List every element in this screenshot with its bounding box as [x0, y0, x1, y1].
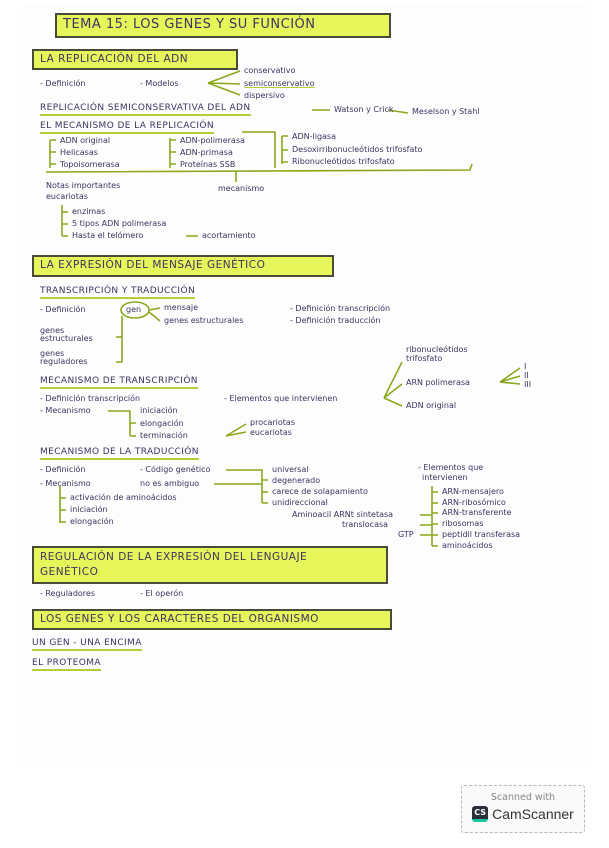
mecanismo-trad-item: elongación [70, 517, 114, 526]
codigo-item: carece de solapamiento [272, 487, 368, 496]
elementos-trad-label: - Elementos que [418, 463, 484, 472]
def-trad-label: - Definición [40, 465, 86, 474]
col3-item: Ribonucleótidos trifosfato [292, 157, 395, 166]
operon-label: - El operón [140, 589, 184, 598]
heading-mecanismo-traduccion: MECANISMO DE LA TRADUCCIÓN [40, 447, 199, 460]
col1-item: Topoisomerasa [60, 160, 120, 169]
modelo-item: dispersivo [244, 91, 285, 100]
terminacion-item: eucariotas [250, 428, 292, 437]
codigo-item: degenerado [272, 476, 321, 485]
heading-un-gen: UN GEN - UNA ENCIMA [32, 638, 142, 651]
mecanismo-trad-label: - Mecanismo [40, 479, 91, 488]
codigo-label: - Código genético [140, 465, 211, 474]
mecanismo-trad-item: activación de aminoácidos [70, 493, 177, 502]
col1-item: ADN original [60, 136, 111, 145]
left-label: GTP [398, 530, 414, 539]
col2-item: ADN-polimerasa [180, 136, 245, 145]
heading-mecanismo-transcripcion: MECANISMO DE TRANSCRIPCIÓN [40, 376, 198, 389]
genes-reguladores: genes [40, 349, 65, 358]
mecanismo-item: elongación [140, 419, 184, 428]
camscanner-logo-icon: CS [472, 806, 489, 822]
col3-item: Desoxirribonucleótidos trifosfato [292, 145, 423, 154]
notas-item: Hasta el telómero [72, 231, 144, 240]
genes-reguladores: reguladores [40, 357, 88, 366]
elemento-trad-item: peptidil transferasa [442, 530, 521, 539]
heading-mecanismo-replicacion: EL MECANISMO DE LA REPLICACIÓN [40, 121, 215, 134]
col2-item: ADN-primasa [180, 148, 233, 157]
elemento-item: trifosfato [406, 354, 443, 363]
section-heading-regulacion: REGULACIÓN DE LA EXPRESIÓN DEL LENGUAJE … [32, 546, 388, 584]
regulacion-heading-line1: REGULACIÓN DE LA EXPRESIÓN DEL LENGUAJE [40, 551, 308, 563]
modelos-label: - Modelos [140, 79, 179, 88]
col3-item: ADN-ligasa [292, 132, 336, 141]
reguladores-label: - Reguladores [40, 589, 95, 598]
heading-proteoma: EL PROTEOMA [32, 658, 101, 671]
elementos-trad-label: intervienen [422, 473, 468, 482]
meselson-stahl: Meselson y Stahl [412, 107, 480, 116]
section-heading-expresion: LA EXPRESIÓN DEL MENSAJE GENÉTICO [32, 255, 334, 277]
elemento-trad-item: ARN-transferente [442, 508, 512, 517]
elemento-item: ADN original [406, 401, 457, 410]
col2-item: Proteínas SSB [180, 160, 236, 169]
notas-label: Notas importantes [46, 181, 121, 190]
elemento-trad-item: ARN-mensajero [442, 487, 504, 496]
elemento-item: ARN polimerasa [406, 378, 470, 387]
genes-estructurales: genes [40, 326, 65, 335]
def-transcripcion: - Definición transcripción [290, 304, 391, 313]
definicion-label: - Definición [40, 79, 86, 88]
elemento-item: ribonucleótidos [406, 345, 468, 354]
codigo-item: universal [272, 465, 309, 474]
gen-label: gen [126, 305, 142, 314]
elemento-trad-item: ARN-ribosómico [442, 498, 506, 507]
mecanismo-label: - Mecanismo [40, 406, 91, 415]
heading-transcripcion-traduccion: TRANSCRIPCIÓN Y TRADUCCIÓN [40, 286, 196, 299]
col1-item: Helicasas [60, 148, 98, 157]
terminacion-item: procariotas [250, 418, 295, 427]
elementos-label: - Elementos que intervienen [224, 394, 338, 403]
section-heading-replicacion: LA REPLICACIÓN DEL ADN [32, 49, 238, 70]
elemento-trad-item: aminoácidos [442, 541, 493, 550]
acortamiento-label: acortamiento [202, 231, 256, 240]
notas-item: 5 tipos ADN polimerasa [72, 219, 167, 228]
page-title: TEMA 15: LOS GENES Y SU FUNCIÓN [55, 13, 391, 38]
definicion-label: - Definición [40, 305, 86, 314]
modelo-item: conservativo [244, 66, 296, 75]
modelo-item: semiconservativo [244, 79, 315, 88]
left-label: Aminoacil ARNt sintetasa [292, 510, 394, 519]
polimerasa-tipo: I [524, 362, 527, 371]
watson-crick: Watson y Crick [334, 105, 394, 114]
regulacion-heading-line2: GENÉTICO [40, 566, 99, 578]
polimerasa-tipo: II [524, 371, 529, 380]
gen-item: mensaje [164, 303, 198, 312]
elemento-trad-item: ribosomas [442, 519, 484, 528]
gen-item: genes estructurales [164, 316, 244, 325]
heading-semiconservativa: REPLICACIÓN SEMICONSERVATIVA DEL ADN [40, 103, 251, 116]
no-ambiguo: no es ambiguo [140, 479, 200, 488]
eucariotas-label: eucariotas [46, 192, 88, 201]
polimerasa-tipo: III [524, 380, 532, 389]
scanned-with-text: Scanned with [490, 792, 556, 803]
codigo-item: unidireccional [272, 498, 328, 507]
def-trans-label: - Definición transcripción [40, 394, 141, 403]
mecanismo-label: mecanismo [218, 184, 265, 193]
notas-item: enzimas [72, 207, 106, 216]
mecanismo-item: terminación [140, 431, 188, 440]
section-heading-caracteres: LOS GENES Y LOS CARACTERES DEL ORGANISMO [32, 609, 392, 630]
mecanismo-item: iniciación [140, 406, 178, 415]
genes-estructurales: estructurales [40, 334, 93, 343]
camscanner-brand: CamScanner [492, 806, 574, 822]
mecanismo-trad-item: iniciación [70, 505, 108, 514]
left-label: translocasa [342, 520, 389, 529]
def-traduccion: - Definición traducción [290, 316, 381, 325]
camscanner-watermark: Scanned with CS CamScanner [461, 785, 585, 833]
